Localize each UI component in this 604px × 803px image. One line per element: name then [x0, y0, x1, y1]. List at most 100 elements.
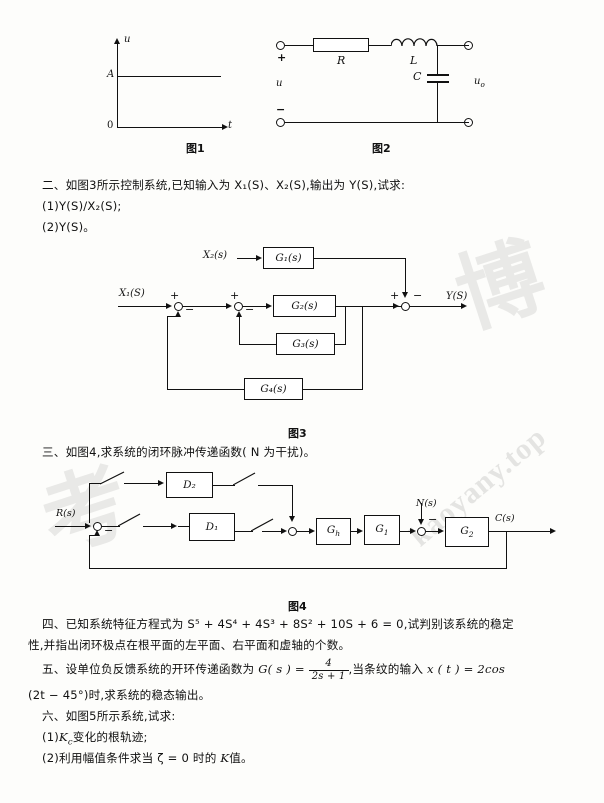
fig1-x-axis	[117, 127, 223, 128]
fig4-sum1-minus: −	[104, 524, 114, 537]
section-2-item-1: (1)Y(S)/X₂(S);	[42, 199, 122, 213]
fig4-arrow-down-sum2	[288, 516, 295, 522]
section-3-line-1: 三、如图4,求系统的闭环脉冲传递函数( N 为干扰)。	[42, 445, 316, 459]
fig2-inductor-label: L	[410, 54, 418, 67]
fig4-wire-arrow-d1	[178, 526, 189, 527]
fig4-arrow-g1-sum3	[410, 527, 416, 534]
section-5-line-2: (2t − 45°)时,求系统的稳态输出。	[28, 688, 211, 702]
figure-4-caption: 图4	[288, 600, 307, 613]
fig4-sampler-switch-4	[251, 518, 274, 532]
fig3-wire-g4-in	[244, 389, 363, 390]
fig4-sampler-switch-2	[233, 472, 256, 486]
fig4-summing-node-2	[288, 527, 297, 536]
fig2-output-label: uo	[474, 76, 485, 89]
section-6-item-2-symbol: K	[220, 751, 230, 765]
fig3-input-x2-label: X₂(s)	[203, 250, 228, 261]
fig3-block-g4-label: G₄(s)	[260, 383, 287, 395]
section-4-line-1: 四、已知系统特征方程式为 S⁵ + 4S⁴ + 4S³ + 8S² + 10S …	[42, 617, 514, 631]
fig2-input-terminal-top	[276, 41, 285, 50]
fig4-block-d1: D₁	[189, 513, 235, 541]
fig2-cap-branch-bottom	[437, 82, 439, 123]
section-6-item-1-symbol: K	[59, 730, 68, 744]
fig3-arrow-x2-g1	[256, 254, 262, 261]
fig4-block-gh: Gh	[316, 518, 351, 545]
fig4-wire-d1-sw4	[235, 531, 253, 532]
fig3-wire-tap-g3	[345, 306, 346, 344]
fig4-wire-sum1-sw3	[102, 526, 120, 527]
fig4-wire-sw2-down	[258, 485, 293, 486]
fig4-wire-sw1-d2	[124, 483, 160, 484]
fig3-sum3-minus: −	[413, 289, 423, 302]
fig3-wire-sum1-sum2	[183, 306, 228, 307]
section-5-fraction-numerator: 4	[325, 658, 332, 669]
fig3-wire-g4-out	[167, 389, 245, 390]
fig4-wire-sum3-g2	[426, 531, 440, 532]
section-6-item-2: (2)利用幅值条件求当 ζ = 0 时的 K值。	[42, 748, 253, 769]
section-2-item-2: (2)Y(S)。	[42, 220, 96, 234]
fig1-x-axis-arrow	[222, 123, 228, 130]
fig1-level-label: A	[107, 69, 115, 80]
fig4-sampler-switch-1	[100, 471, 125, 485]
fig4-block-g1-label: G1	[375, 522, 389, 538]
fig3-block-g2-label: G₂(s)	[291, 300, 318, 312]
fig3-wire-g2-sum3	[336, 306, 406, 307]
fig4-arrow-sw4-sum2	[281, 527, 287, 534]
section-6-item-1-post: 变化的根轨迹;	[72, 730, 148, 744]
fig2-cap-plate-top	[427, 74, 449, 76]
fig3-block-g1-label: G₁(s)	[275, 252, 302, 264]
fig2-inductor	[391, 38, 438, 47]
figure-3-caption: 图3	[288, 427, 307, 440]
fig3-sum2-plus: +	[230, 289, 240, 302]
section-6-item-2-pre: (2)利用幅值条件求当 ζ = 0 时的	[42, 751, 221, 765]
fig2-wire-r-l	[369, 45, 391, 47]
fig4-wire-fb-h	[89, 568, 507, 569]
fig3-wire-g1-sum3	[314, 258, 406, 259]
fig3-wire-g4-to-sum1	[167, 316, 168, 389]
fig4-wire-fb-down	[506, 531, 507, 568]
fig3-arrow-into-sum3-top	[401, 292, 408, 298]
fig3-wire-g4-jog	[167, 316, 179, 317]
fig4-wire-sw3-d1	[143, 526, 173, 527]
fig3-arrow-output	[461, 302, 467, 309]
section-5-prefix: 五、设单位负反馈系统的开环传递函数为	[42, 662, 259, 676]
fig3-block-g4: G₄(s)	[244, 378, 303, 400]
fig3-wire-x2-g1	[237, 258, 258, 259]
fig4-arrow-gh-g1	[357, 527, 363, 534]
figure-1-caption: 图1	[186, 142, 205, 155]
fig3-wire-tap-g3-h	[335, 344, 346, 345]
fig4-output-label: C(s)	[495, 513, 515, 524]
fig2-resistor-label: R	[337, 54, 346, 67]
fig2-plus-sign: +	[277, 51, 287, 64]
fig3-wire-output	[410, 306, 463, 307]
fig3-output-label: Y(S)	[446, 291, 468, 302]
fig4-input-label: R(s)	[56, 508, 76, 519]
fig3-wire-g1-down	[405, 258, 406, 294]
section-6-item-1: (1)Kc变化的根轨迹;	[42, 727, 148, 752]
fig3-block-g3-label: G₃(s)	[292, 338, 319, 350]
fig3-summing-node-1	[174, 302, 183, 311]
fig4-arrow-sw3-d1	[171, 522, 177, 529]
fig3-arrow-g4-sum1	[175, 311, 182, 317]
fig3-arrow-sum1-sum2	[226, 302, 232, 309]
fig4-arrow-output	[550, 527, 556, 534]
fig2-wire-in-r	[285, 45, 313, 47]
fig4-wire-fb-up	[89, 535, 90, 568]
fig4-arrow-n-sum3	[417, 519, 424, 525]
fig4-disturbance-label: N(s)	[416, 498, 437, 509]
fig2-wire-node-out	[437, 45, 465, 47]
fig3-sum1-minus: −	[185, 303, 195, 316]
section-5-fraction-denominator: 2s + 1	[308, 669, 349, 683]
fig1-origin-label: 0	[107, 120, 114, 131]
fig3-sum2-minus: −	[245, 303, 255, 316]
figure-2-caption: 图2	[372, 142, 391, 155]
fig4-wire-branch-up	[89, 483, 90, 523]
fig3-wire-g3-to-sum2	[239, 316, 240, 344]
fig1-x-label: t	[228, 120, 233, 131]
fig3-wire-sum2-g2	[243, 306, 268, 307]
fig3-block-g3: G₃(s)	[276, 333, 335, 355]
fig3-arrow-sum2-g2	[266, 302, 272, 309]
section-2-line-1: 二、如图3所示控制系统,已知输入为 X₁(S)、X₂(S),输出为 Y(S),试…	[42, 178, 406, 192]
fig4-block-d1-label: D₁	[205, 521, 219, 533]
fig3-summing-node-3	[401, 302, 410, 311]
